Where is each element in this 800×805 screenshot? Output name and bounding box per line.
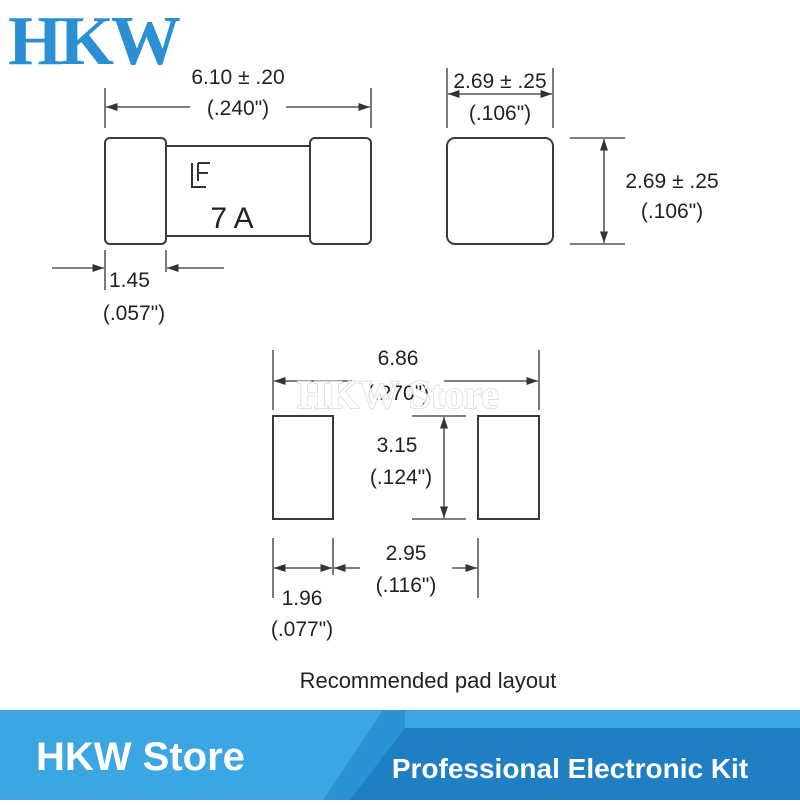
pad-left — [272, 415, 334, 520]
pad-layout-caption: Recommended pad layout — [300, 668, 557, 693]
fuse-length-label: 6.10 ± .20 — [191, 66, 284, 89]
fuse-end-cap-left — [104, 137, 167, 245]
fuse-end-view: 2.69 ± .25 (.106") 2.69 ± .25 (.106") — [446, 68, 719, 245]
pad-right — [477, 415, 540, 520]
brand-logo: HKW — [8, 3, 180, 80]
cap-width-label: 1.45 — [109, 269, 150, 292]
fuse-rating-label: 7 A — [210, 202, 253, 235]
fuse-body — [165, 145, 311, 237]
banner-title: HKW Store — [36, 735, 245, 779]
banner-right-panel — [350, 728, 800, 800]
label-mask — [190, 96, 286, 120]
bottom-banner: HKW Store Professional Electronic Kit — [0, 710, 800, 800]
fuse-top-view: 6.10 ± .20 (.240") 7 A 1.45 (.057") — [52, 66, 372, 325]
pad-layout: 6.86 (.270") 3.15 (.124") 2.95 (.116") 1… — [271, 347, 557, 693]
end-height-label: 2.69 ± .25 — [625, 170, 718, 193]
pad-height-inch-label: (.124") — [370, 466, 432, 489]
pad-gap-label: 2.95 — [386, 542, 427, 565]
overall-length-label: 6.86 — [378, 347, 419, 370]
fuse-end-cap-right — [309, 137, 372, 245]
cap-width-inch-label: (.057") — [103, 302, 165, 325]
label-mask — [360, 560, 452, 582]
store-watermark: HKW Store — [297, 372, 499, 417]
pad-height-label: 3.15 — [377, 434, 418, 457]
littelfuse-logo-icon — [191, 162, 210, 188]
pad-width-inch-label: (.077") — [271, 618, 333, 641]
label-mask — [352, 380, 444, 402]
pad-width-label: 1.96 — [282, 587, 323, 610]
banner-subtitle: Professional Electronic Kit — [392, 753, 748, 784]
fuse-end-square — [446, 137, 554, 245]
end-height-inch-label: (.106") — [641, 200, 703, 223]
end-width-inch-label: (.106") — [469, 102, 531, 125]
end-width-label: 2.69 ± .25 — [453, 70, 546, 93]
fuse-length-inch-label: (.240") — [207, 97, 269, 120]
pad-gap-inch-label: (.116") — [376, 574, 437, 597]
overall-length-inch-label: (.270") — [367, 382, 429, 405]
